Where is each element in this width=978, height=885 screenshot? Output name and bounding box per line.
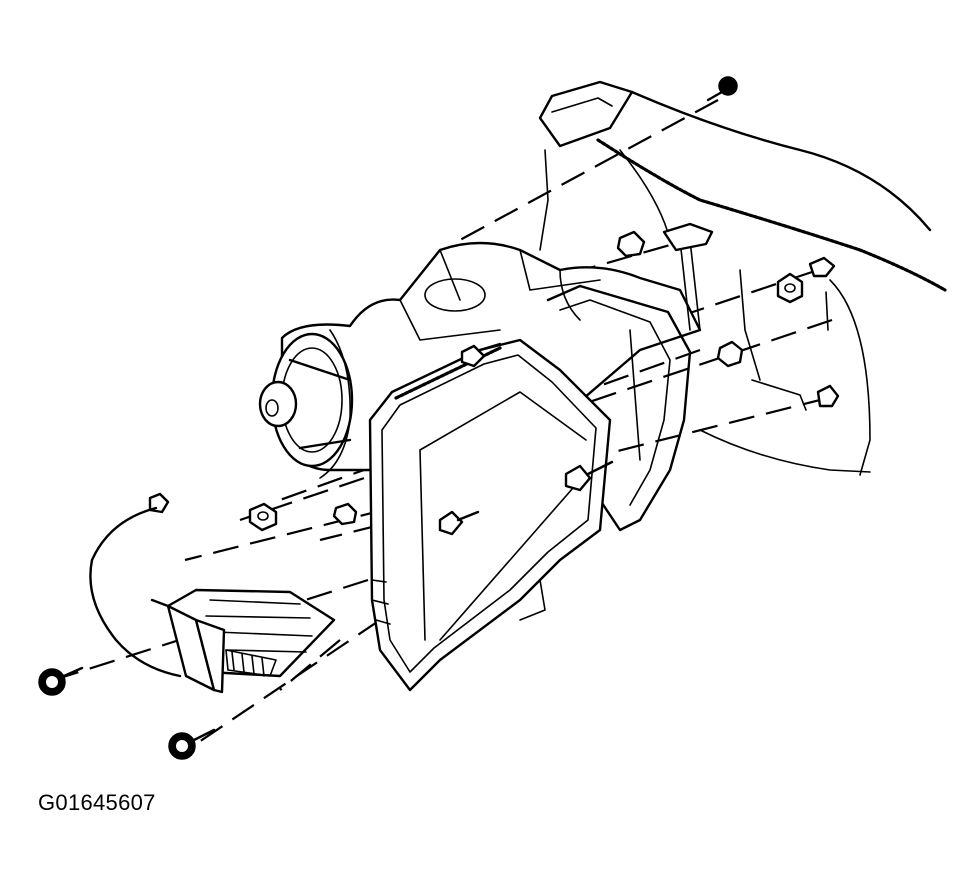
stud-icon <box>662 222 714 252</box>
nut-icon <box>716 340 744 368</box>
nut-icon <box>332 502 358 526</box>
nut-icon <box>816 384 840 408</box>
fasteners <box>148 222 840 536</box>
screw-icon <box>460 342 502 368</box>
screw-icon <box>438 510 480 536</box>
blower-cover <box>368 338 612 692</box>
blower-motor <box>258 329 354 479</box>
mounting-frame <box>546 239 701 532</box>
nut-icon <box>776 272 804 304</box>
wiring-harness <box>89 506 182 678</box>
nut-icon <box>616 230 646 258</box>
nut-icon <box>248 502 278 532</box>
figure-code: G01645607 <box>38 790 156 815</box>
blower-resistor <box>150 588 336 694</box>
bolt-icon <box>706 76 738 102</box>
bolt-icon <box>168 728 216 760</box>
bolt-icon <box>38 666 84 696</box>
screw-icon <box>564 460 614 492</box>
stud-icon <box>808 256 836 278</box>
